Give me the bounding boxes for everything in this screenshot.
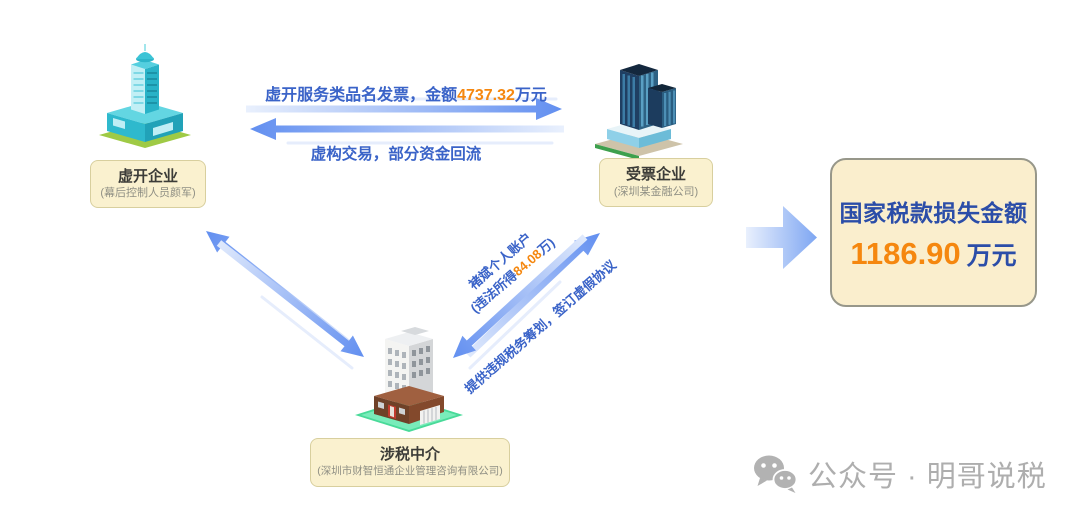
building-white-icon (355, 327, 463, 432)
node-card-agency: 涉税中介 (深圳市财智恒通企业管理咨询有限公司) (310, 438, 510, 487)
arrow-right-up (465, 233, 600, 358)
building-teal-icon (99, 44, 191, 148)
watermark: 公众号 · 明哥说税 (752, 453, 1047, 495)
node-title: 受票企业 (625, 166, 686, 184)
arrow-capital-return (250, 118, 564, 140)
arrow-result (746, 206, 817, 269)
result-title: 国家税款损失金额 (839, 199, 1028, 226)
wechat-icon (754, 455, 798, 493)
arrow-echo-lines (260, 97, 562, 370)
result-box: 国家税款损失金额 1186.90 万元 (830, 158, 1037, 307)
node-card-receiver: 受票企业 (深圳某金融公司) (599, 158, 713, 207)
result-amount-row: 1186.90 万元 (850, 236, 1016, 272)
arrow-right-down (453, 234, 588, 358)
edge-label-capital-return: 虚构交易，部分资金回流 (310, 146, 482, 163)
node-subtitle: (深圳某金融公司) (613, 185, 699, 198)
building-navy-icon (595, 64, 683, 160)
arrow-invoice-forward (246, 98, 562, 120)
watermark-text: 公众号 · 明哥说税 (808, 461, 1047, 493)
result-amount: 1186.90 (850, 235, 961, 271)
edge-label-invoice-flow: 虚开服务类品名发票，金额4737.32万元 (265, 87, 547, 104)
amount-highlight: 4737.32 (457, 87, 515, 104)
node-title: 虚开企业 (117, 167, 178, 185)
node-card-issuer: 虚开企业 (幕后控制人员颜军) (90, 160, 206, 208)
node-subtitle: (深圳市财智恒通企业管理咨询有限公司) (317, 464, 503, 477)
arrow-left-down (216, 240, 364, 357)
node-title: 涉税中介 (379, 446, 440, 464)
node-subtitle: (幕后控制人员颜军) (100, 187, 196, 200)
result-unit: 万元 (966, 241, 1017, 270)
